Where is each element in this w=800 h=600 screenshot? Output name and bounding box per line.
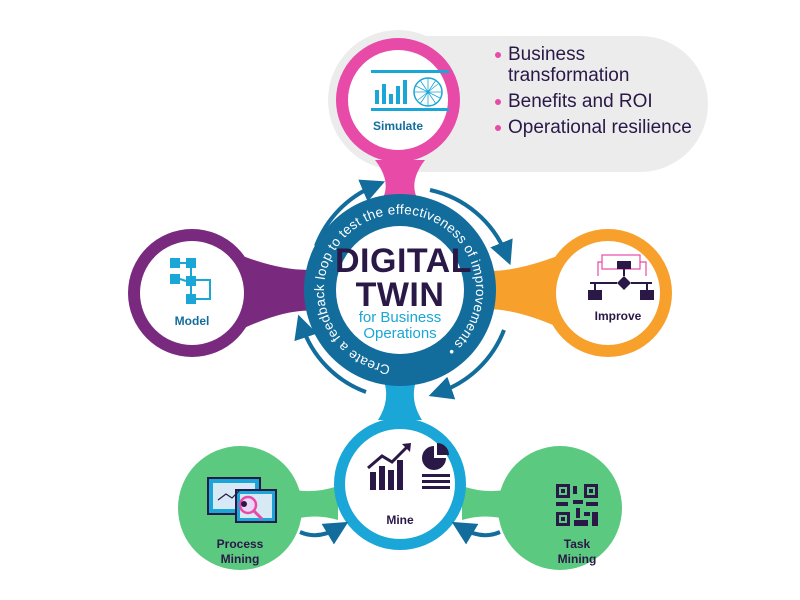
cycle-arrow-top-left	[314, 179, 386, 247]
hub-subtitle-line2: Operations	[363, 325, 437, 342]
simulate-callout	[415, 36, 708, 172]
cycle-arrow-top-right	[429, 188, 513, 266]
model-flowchart-icon	[170, 258, 211, 304]
arrow-process-to-mine	[299, 521, 349, 545]
task-mining-qr-icon	[556, 484, 598, 526]
improve-inner	[556, 241, 660, 345]
model-connector	[240, 255, 325, 330]
simulate-label: Simulate	[373, 119, 423, 133]
arrow-task-to-mine	[451, 521, 501, 545]
hub-title-line2: TWIN	[355, 276, 445, 314]
hub-inner-circle	[336, 226, 464, 354]
simulate-benefits-list: Business transformation Benefits and ROI…	[495, 44, 695, 143]
mine-analytics-icon	[367, 443, 450, 490]
hub-subtitle: for Business Operations	[335, 310, 465, 342]
benefit-item: Business transformation	[495, 44, 695, 86]
hub-title-line1: DIGITAL	[335, 242, 472, 280]
improve-label: Improve	[595, 309, 642, 323]
task-mining-label-line2: Mining	[558, 552, 597, 566]
mine-connector	[378, 376, 422, 420]
simulate-connector	[375, 160, 425, 200]
task-mining-label-line1: Task	[564, 537, 591, 551]
cycle-arrow-bottom-right	[428, 329, 506, 400]
cycle-arrow-bottom-left	[294, 314, 367, 394]
improve-connector	[476, 255, 560, 328]
simulate-chart-icon	[371, 70, 449, 111]
model-label: Model	[175, 314, 210, 328]
benefit-item: Benefits and ROI	[495, 91, 695, 112]
benefit-item: Operational resilience	[495, 117, 695, 138]
improve-process-icon	[588, 254, 654, 300]
mine-label: Mine	[386, 513, 414, 527]
process-mining-screens-icon	[207, 477, 277, 523]
hub-subtitle-line1: for Business	[358, 309, 442, 326]
process-mining-label-line2: Mining	[221, 552, 260, 566]
hub-title: DIGITAL TWIN	[335, 242, 472, 314]
process-mining-label-line1: Process	[217, 537, 264, 551]
task-mining-circle[interactable]	[498, 446, 622, 570]
